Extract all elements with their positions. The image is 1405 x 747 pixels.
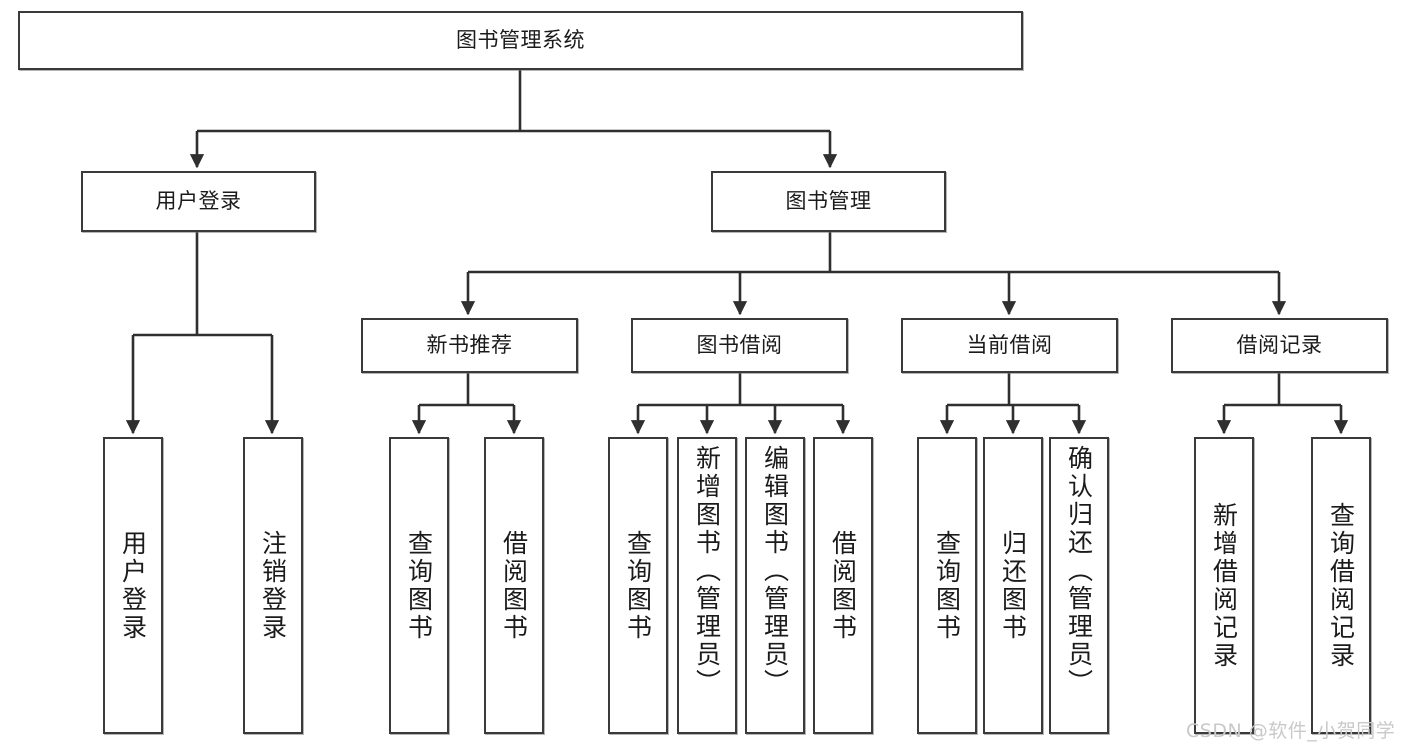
leaf-borrow-book-1[interactable]: 查询图书: [608, 437, 668, 734]
leaf-new-book-2-label: 借阅图书: [499, 529, 529, 642]
leaf-borrow-book-2-label: 新增图书（管理员）: [692, 445, 722, 697]
leaf-new-book-1[interactable]: 查询图书: [389, 437, 449, 734]
leaf-borrow-book-4-label: 借阅图书: [828, 529, 858, 642]
leaf-current-borrow-2[interactable]: 归还图书: [983, 437, 1043, 734]
leaf-new-book-1-label: 查询图书: [404, 529, 434, 642]
leaf-current-borrow-3-label: 确认归还（管理员）: [1064, 445, 1094, 697]
leaf-borrow-record-1[interactable]: 新增借阅记录: [1194, 437, 1254, 734]
leaf-current-borrow-1[interactable]: 查询图书: [917, 437, 977, 734]
node-borrow-record[interactable]: 借阅记录: [1171, 318, 1388, 373]
node-borrow-book-label: 图书借阅: [696, 333, 783, 358]
leaf-user-login-1-label: 用户登录: [118, 529, 148, 642]
watermark: CSDN @软件_小贺同学: [1186, 720, 1396, 742]
leaf-user-login-1[interactable]: 用户登录: [103, 437, 163, 734]
node-borrow-book[interactable]: 图书借阅: [631, 318, 848, 373]
node-borrow-record-label: 借阅记录: [1236, 333, 1323, 358]
node-new-book[interactable]: 新书推荐: [361, 318, 578, 373]
leaf-new-book-2[interactable]: 借阅图书: [484, 437, 544, 734]
node-root-label: 图书管理系统: [456, 28, 585, 53]
node-current-borrow-label: 当前借阅: [966, 333, 1053, 358]
node-current-borrow[interactable]: 当前借阅: [901, 318, 1118, 373]
leaf-borrow-record-2-label: 查询借阅记录: [1326, 501, 1356, 670]
node-user-login-label: 用户登录: [155, 189, 242, 214]
node-user-login[interactable]: 用户登录: [81, 171, 316, 232]
node-root[interactable]: 图书管理系统: [18, 11, 1023, 70]
node-book-manage-label: 图书管理: [785, 189, 872, 214]
leaf-borrow-book-3[interactable]: 编辑图书（管理员）: [745, 437, 805, 734]
leaf-borrow-record-1-label: 新增借阅记录: [1209, 501, 1239, 670]
leaf-user-login-2-label: 注销登录: [258, 529, 288, 642]
leaf-borrow-record-2[interactable]: 查询借阅记录: [1311, 437, 1371, 734]
leaf-borrow-book-3-label: 编辑图书（管理员）: [760, 445, 790, 697]
leaf-borrow-book-1-label: 查询图书: [623, 529, 653, 642]
leaf-borrow-book-4[interactable]: 借阅图书: [813, 437, 873, 734]
leaf-user-login-2[interactable]: 注销登录: [243, 437, 303, 734]
leaf-current-borrow-1-label: 查询图书: [932, 529, 962, 642]
leaf-current-borrow-2-label: 归还图书: [998, 529, 1028, 642]
node-book-manage[interactable]: 图书管理: [711, 171, 946, 232]
leaf-current-borrow-3[interactable]: 确认归还（管理员）: [1049, 437, 1109, 734]
leaf-borrow-book-2[interactable]: 新增图书（管理员）: [677, 437, 737, 734]
node-new-book-label: 新书推荐: [426, 333, 513, 358]
